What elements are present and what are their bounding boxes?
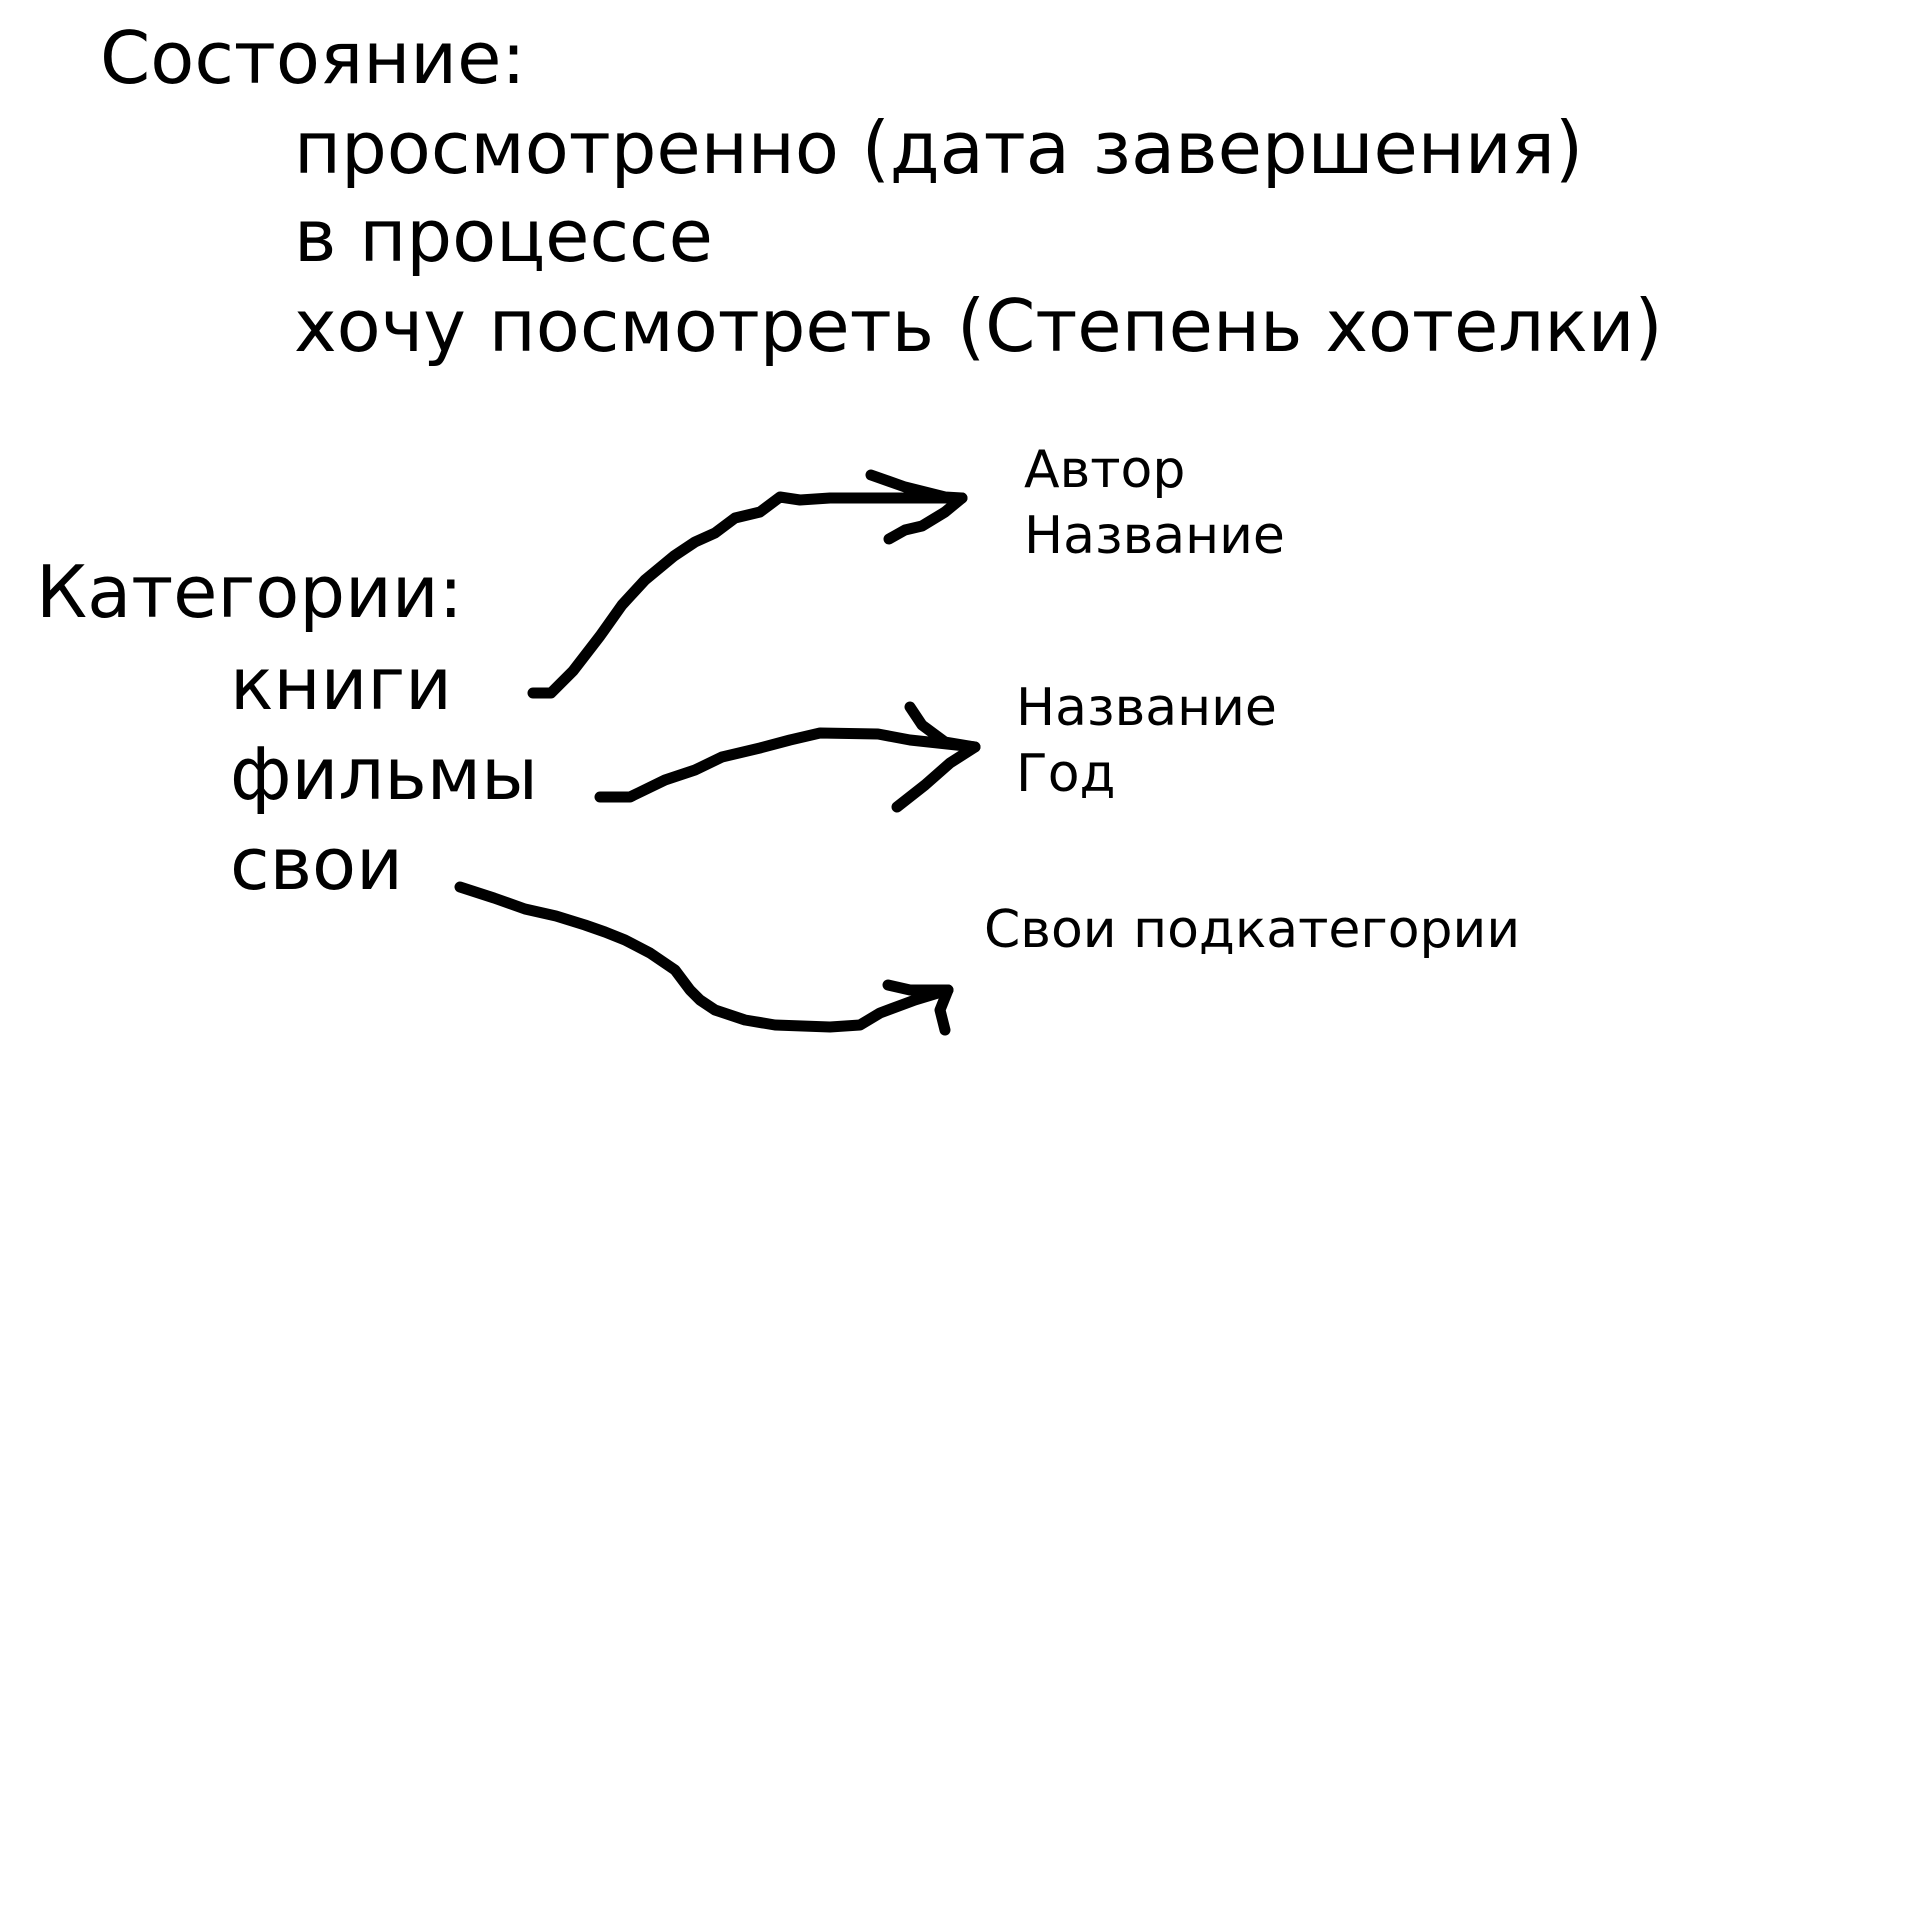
arrow-books-head — [865, 469, 968, 545]
status-item-watched: просмотренно (дата завершения) — [294, 106, 1584, 190]
own-field-subcategories: Свои подкатегории — [984, 900, 1521, 960]
films-field-title: Название — [1016, 678, 1277, 738]
arrow-own-to-fields — [454, 881, 954, 1036]
categories-heading: Категории: — [36, 550, 463, 634]
category-own: свои — [230, 822, 403, 906]
arrow-own-shaft — [454, 881, 954, 1033]
arrow-films-shaft — [594, 727, 981, 803]
status-item-want-to-watch: хочу посмотреть (Степень хотелки) — [294, 284, 1663, 368]
books-field-author: Автор — [1024, 440, 1186, 500]
books-field-title: Название — [1024, 506, 1285, 566]
arrow-films-to-fields — [594, 701, 981, 813]
category-books: книги — [230, 642, 452, 726]
category-films: фильмы — [230, 732, 538, 816]
arrow-books-shaft — [527, 491, 968, 699]
status-heading: Состояние: — [100, 16, 526, 100]
arrow-books-to-fields — [527, 469, 968, 699]
films-field-year: Год — [1016, 744, 1116, 804]
arrow-films-head — [891, 701, 981, 813]
arrow-own-head — [882, 979, 954, 1036]
status-item-in-progress: в процессе — [294, 194, 713, 278]
